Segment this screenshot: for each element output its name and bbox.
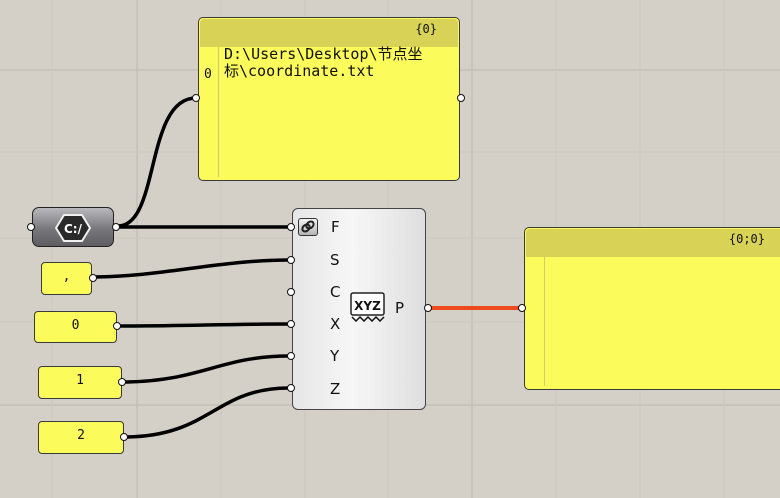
output-grip-P[interactable] bbox=[424, 304, 432, 312]
number-0-output-grip[interactable] bbox=[113, 322, 121, 330]
file-output-grip[interactable] bbox=[112, 223, 120, 231]
wire-file-to-panel[interactable] bbox=[117, 96, 197, 228]
number-input-0[interactable]: 0 bbox=[34, 311, 117, 343]
result-panel-path: {0;0} bbox=[728, 232, 765, 246]
number-input-2[interactable]: 2 bbox=[38, 421, 124, 454]
number-1-output-grip[interactable] bbox=[118, 378, 126, 386]
input-grip-C[interactable] bbox=[287, 288, 295, 296]
panel-divider bbox=[218, 47, 219, 177]
result-panel[interactable]: {0;0} bbox=[524, 227, 780, 390]
construct-point-xyz-icon: XYZ bbox=[350, 292, 385, 322]
link-icon[interactable] bbox=[298, 218, 318, 236]
input-label-C: C bbox=[330, 283, 341, 301]
input-grip-S[interactable] bbox=[287, 256, 295, 264]
result-panel-header bbox=[526, 229, 780, 257]
text-panel[interactable]: {0} 0 D:\Users\Desktop\节点坐标\coordinate.t… bbox=[198, 17, 460, 181]
panel-item-text[interactable]: D:\Users\Desktop\节点坐标\coordinate.txt bbox=[224, 45, 423, 80]
output-label-P: P bbox=[395, 299, 405, 317]
wire-sep-to-S[interactable] bbox=[91, 258, 290, 279]
number-input-1[interactable]: 1 bbox=[38, 366, 122, 399]
input-label-S: S bbox=[330, 251, 340, 269]
input-label-X: X bbox=[330, 315, 341, 333]
wire-2-to-Z[interactable] bbox=[123, 386, 290, 439]
result-panel-input-grip[interactable] bbox=[518, 304, 526, 312]
input-label-Z: Z bbox=[330, 380, 341, 398]
result-panel-divider bbox=[544, 257, 545, 386]
file-input-grip[interactable] bbox=[27, 223, 35, 231]
read-points-component[interactable]: F S C X Y Z XYZ P bbox=[292, 208, 426, 410]
input-grip-Y[interactable] bbox=[287, 352, 295, 360]
xyz-icon-text: XYZ bbox=[354, 299, 381, 313]
input-label-F: F bbox=[331, 218, 340, 236]
input-grip-Z[interactable] bbox=[287, 384, 295, 392]
panel-path: {0} bbox=[415, 22, 437, 36]
file-path-icon-label: C:/ bbox=[64, 222, 83, 236]
separator-output-grip[interactable] bbox=[89, 274, 97, 282]
file-path-icon: C:/ bbox=[55, 214, 91, 242]
wire-0-to-X[interactable] bbox=[116, 322, 290, 328]
input-grip-X[interactable] bbox=[287, 320, 295, 328]
number-2-output-grip[interactable] bbox=[120, 433, 128, 441]
panel-input-grip[interactable] bbox=[192, 94, 200, 102]
wire-1-to-Y[interactable] bbox=[121, 354, 290, 384]
input-grip-F[interactable] bbox=[287, 223, 295, 231]
panel-output-grip[interactable] bbox=[457, 94, 465, 102]
panel-header bbox=[200, 19, 458, 47]
panel-item-index: 0 bbox=[204, 67, 212, 82]
input-label-Y: Y bbox=[330, 347, 340, 365]
separator-input[interactable]: , bbox=[41, 262, 92, 295]
file-path-component[interactable]: C:/ bbox=[32, 207, 114, 247]
